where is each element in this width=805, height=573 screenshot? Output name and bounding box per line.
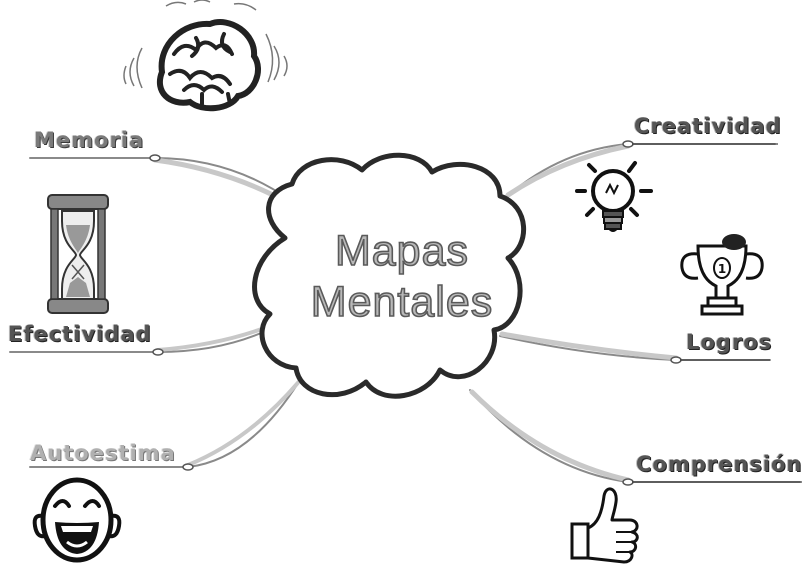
thumbs-up-icon <box>570 487 639 564</box>
branch-label-comprension: Comprensión <box>636 452 803 476</box>
trophy-icon: 1 <box>680 234 764 316</box>
connector-autoestima <box>29 379 301 468</box>
lightbulb-icon <box>575 161 653 232</box>
branch-label-memoria: Memoria <box>34 128 145 152</box>
central-topic-line-2: Mentales <box>310 277 494 327</box>
branch-label-efectividad: Efectividad <box>8 322 152 346</box>
connector-memoria <box>29 157 291 201</box>
label-underlines <box>632 143 802 483</box>
branch-label-logros: Logros <box>686 330 773 354</box>
svg-text:1: 1 <box>718 262 726 276</box>
branch-label-creatividad: Creatividad <box>634 114 782 138</box>
connector-nodes <box>149 140 682 486</box>
central-topic-title: Mapas Mentales <box>292 226 512 328</box>
central-cloud <box>252 152 526 399</box>
hourglass-icon <box>47 194 109 314</box>
branch-label-autoestima: Autoestima <box>30 441 176 465</box>
central-topic-line-1: Mapas <box>334 226 470 276</box>
brain-icon <box>123 0 288 112</box>
laughing-face-icon <box>32 477 122 563</box>
